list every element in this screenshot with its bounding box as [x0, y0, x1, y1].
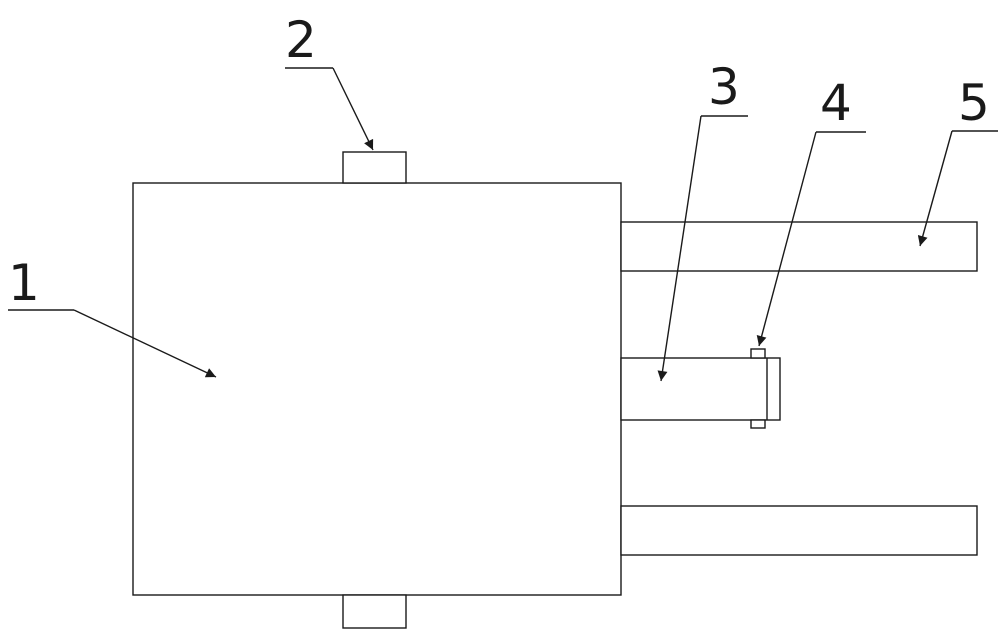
callout-4: 4 — [820, 74, 852, 132]
leader-5 — [917, 130, 998, 247]
part-3-middle-arm — [620, 357, 781, 421]
part-5-lower-bar — [620, 505, 978, 556]
leader-2 — [285, 67, 374, 151]
leader-1 — [8, 309, 217, 378]
part-2-bottom-tab — [342, 594, 407, 629]
part-2-top-tab — [342, 151, 407, 184]
callout-3: 3 — [708, 58, 740, 116]
part-1-main-body — [132, 182, 622, 596]
callout-5: 5 — [958, 74, 990, 132]
callout-2: 2 — [285, 11, 317, 69]
part-5-upper-bar — [620, 221, 978, 272]
part-4-pin-top — [750, 348, 766, 359]
callout-1: 1 — [8, 254, 40, 312]
leader-4 — [756, 131, 866, 347]
part-4-pin-bottom — [750, 419, 766, 429]
leader-3 — [657, 115, 748, 382]
